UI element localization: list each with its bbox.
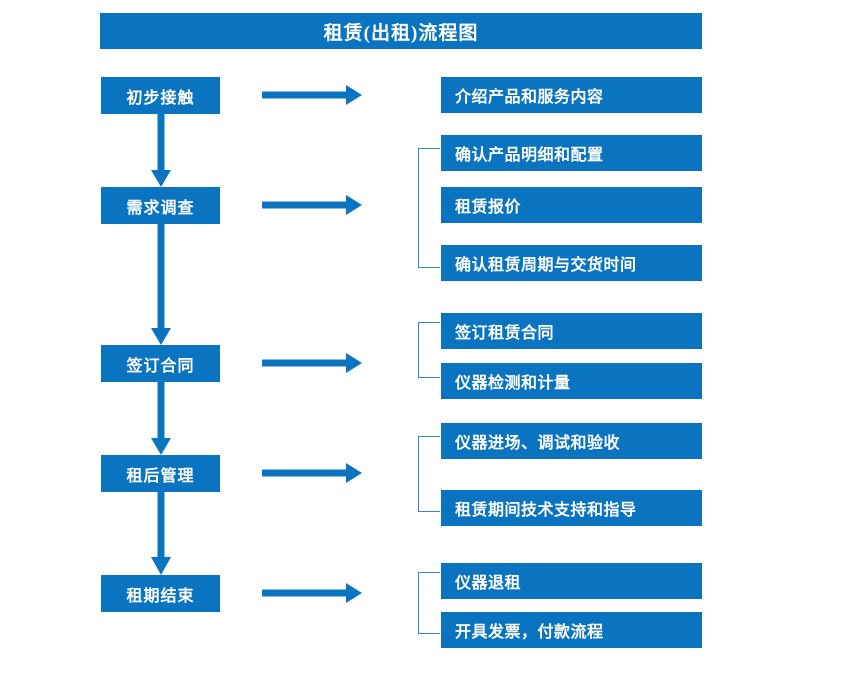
bracket-management-group bbox=[418, 436, 440, 512]
detail-rental-quotation[interactable]: 租赁报价 bbox=[441, 187, 702, 223]
detail-confirm-period-delivery[interactable]: 确认租赁周期与交货时间 bbox=[441, 245, 702, 281]
detail-technical-support[interactable]: 租赁期间技术支持和指导 bbox=[441, 490, 702, 526]
arrow-contact-to-survey-icon bbox=[151, 114, 171, 187]
detail-instrument-onsite[interactable]: 仪器进场、调试和验收 bbox=[441, 423, 702, 459]
arrow-survey-to-contract-icon bbox=[151, 224, 171, 345]
arrow-management-to-end-icon bbox=[151, 492, 171, 575]
process-step-sign-contract[interactable]: 签订合同 bbox=[101, 345, 220, 382]
arrow-contact-to-detail-icon bbox=[262, 85, 362, 105]
arrow-contract-to-detail-icon bbox=[262, 353, 362, 373]
bracket-survey-group bbox=[418, 148, 440, 268]
process-step-after-rent-mgmt[interactable]: 租后管理 bbox=[101, 455, 220, 492]
detail-instrument-inspection[interactable]: 仪器检测和计量 bbox=[441, 363, 702, 399]
detail-sign-rental-contract[interactable]: 签订租赁合同 bbox=[441, 313, 702, 349]
detail-invoice-payment[interactable]: 开具发票，付款流程 bbox=[441, 612, 702, 648]
detail-instrument-return[interactable]: 仪器退租 bbox=[441, 563, 702, 599]
arrow-end-to-detail-icon bbox=[262, 583, 362, 603]
arrow-contract-to-management-icon bbox=[151, 382, 171, 455]
process-step-demand-survey[interactable]: 需求调查 bbox=[101, 187, 220, 224]
process-step-initial-contact[interactable]: 初步接触 bbox=[101, 77, 220, 114]
process-step-lease-end[interactable]: 租期结束 bbox=[101, 575, 220, 612]
arrow-management-to-detail-icon bbox=[262, 463, 362, 483]
bracket-contract-group bbox=[418, 322, 440, 378]
detail-introduce-products[interactable]: 介绍产品和服务内容 bbox=[441, 77, 702, 113]
arrow-survey-to-detail-icon bbox=[262, 195, 362, 215]
bracket-end-group bbox=[418, 572, 440, 634]
detail-confirm-product-spec[interactable]: 确认产品明细和配置 bbox=[441, 135, 702, 171]
page-title: 租赁(出租)流程图 bbox=[100, 13, 702, 49]
